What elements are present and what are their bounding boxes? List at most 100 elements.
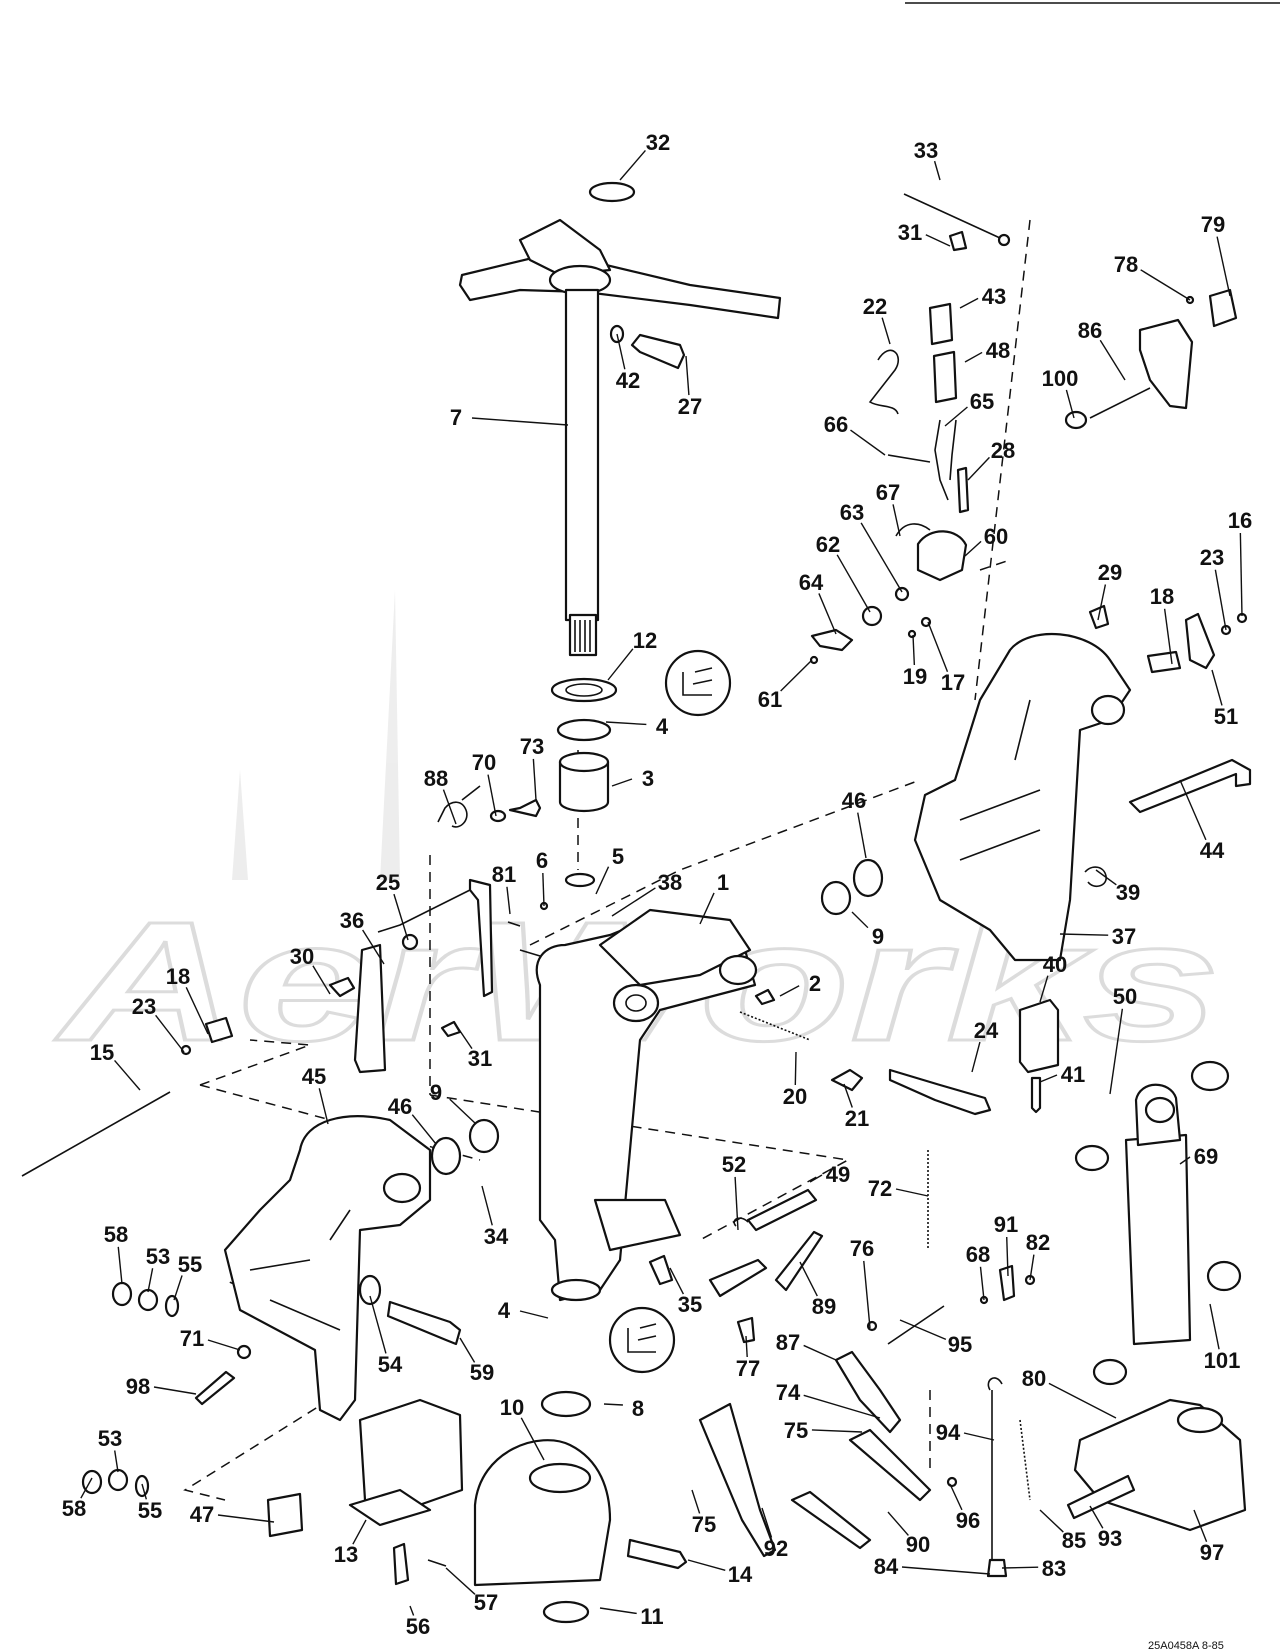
callout-number: 16 — [1228, 508, 1252, 533]
lever-part — [698, 1402, 777, 1558]
callout-37: 37 — [1059, 924, 1136, 949]
leader-line — [809, 1174, 823, 1183]
callout-number: 46 — [388, 1094, 412, 1119]
callout-number: 11 — [640, 1604, 663, 1629]
cap-part — [588, 181, 636, 203]
callout-32: 32 — [619, 130, 670, 181]
callout-number: 89 — [812, 1294, 836, 1319]
leader-line — [799, 1261, 818, 1297]
callout-81: 81 — [492, 862, 516, 915]
callout-40: 40 — [1039, 952, 1067, 1003]
bolt-part — [626, 1538, 688, 1570]
sleeve-part — [956, 466, 970, 514]
leader-line — [860, 522, 903, 593]
callout-number: 20 — [783, 1084, 807, 1109]
clamp-block-part — [358, 1398, 464, 1512]
callout-number: 81 — [492, 862, 516, 887]
callout-number: 58 — [104, 1222, 128, 1247]
callout-number: 92 — [764, 1536, 788, 1561]
callout-64: 64 — [799, 570, 837, 635]
callout-number: 56 — [406, 1614, 430, 1639]
callout-56: 56 — [406, 1605, 430, 1639]
leader-line — [318, 1088, 329, 1125]
leader-line — [850, 429, 886, 456]
callout-57: 57 — [445, 1567, 498, 1615]
bushing-part — [1206, 1260, 1242, 1292]
callout-number: 23 — [132, 994, 156, 1019]
leader-line — [173, 1275, 183, 1301]
leader-line — [1109, 1008, 1124, 1095]
callout-number: 3 — [642, 766, 654, 791]
leader-line — [881, 317, 891, 345]
pin-part — [328, 976, 356, 998]
callout-number: 42 — [616, 368, 640, 393]
callout-number: 31 — [898, 220, 922, 245]
rod-part — [21, 1091, 171, 1177]
callout-number: 52 — [722, 1152, 746, 1177]
leader-line — [1193, 1509, 1208, 1542]
callout-9: 9 — [851, 911, 884, 949]
callout-number: 87 — [776, 1330, 800, 1355]
callout-number: 15 — [90, 1040, 114, 1065]
corner-code: 25A0458A 8-85 — [1148, 1640, 1224, 1652]
leader-line — [1214, 569, 1227, 631]
leader-line — [1179, 779, 1207, 841]
leader-line — [153, 1386, 197, 1395]
callout-101: 101 — [1204, 1303, 1240, 1373]
callout-13: 13 — [334, 1519, 367, 1567]
ring-part — [861, 605, 883, 627]
callout-87: 87 — [776, 1330, 837, 1361]
leader-line — [1209, 1303, 1220, 1350]
leader-line — [506, 886, 511, 915]
callout-36: 36 — [340, 908, 385, 965]
callout-14: 14 — [687, 1559, 753, 1587]
hex-nut-part — [542, 1600, 590, 1624]
leader-line — [887, 1511, 909, 1536]
callout-74: 74 — [776, 1380, 881, 1419]
shaft-part — [1089, 387, 1151, 419]
callout-number: 100 — [1042, 366, 1079, 391]
leader-line — [185, 986, 209, 1035]
callout-number: 54 — [378, 1352, 403, 1377]
leader-line — [1048, 1382, 1117, 1419]
callout-number: 95 — [948, 1332, 972, 1357]
trim-cylinder-part — [1124, 1133, 1192, 1346]
callout-25: 25 — [376, 870, 409, 941]
callout-98: 98 — [126, 1374, 197, 1399]
callout-number: 70 — [472, 750, 496, 775]
leader-line — [1039, 975, 1049, 1003]
callout-number: 66 — [824, 412, 848, 437]
callout-6: 6 — [536, 848, 548, 907]
callout-number: 17 — [941, 670, 965, 695]
callout-number: 57 — [474, 1590, 498, 1615]
cap-part — [986, 1558, 1008, 1578]
leader-line — [520, 1417, 545, 1461]
callout-number: 14 — [728, 1562, 753, 1587]
leader-line — [471, 417, 569, 426]
screw-part — [948, 230, 968, 252]
callout-16: 16 — [1228, 508, 1252, 617]
callout-75: 75 — [784, 1418, 863, 1443]
plate-part — [266, 1492, 304, 1538]
callout-number: 78 — [1114, 252, 1138, 277]
spring-part — [1084, 866, 1107, 888]
callout-number: 51 — [1214, 704, 1238, 729]
callout-5: 5 — [595, 844, 624, 895]
callout-number: 76 — [850, 1236, 874, 1261]
lead-wire-part — [934, 419, 957, 501]
link-arm-part — [790, 1490, 872, 1550]
callout-65: 65 — [944, 389, 994, 427]
leader-line — [147, 1268, 154, 1293]
callout-62: 62 — [816, 532, 871, 613]
cam-part — [810, 628, 854, 652]
callout-number: 79 — [1201, 212, 1225, 237]
leader-line — [963, 1432, 995, 1441]
trim-rod-bracket-part — [848, 1428, 932, 1502]
leader-line — [895, 1188, 929, 1197]
callout-number: 4 — [498, 1298, 511, 1323]
bracket-part — [834, 1350, 902, 1434]
leader-line — [1179, 1156, 1191, 1165]
callout-15: 15 — [90, 1040, 141, 1091]
screw-part — [736, 1316, 756, 1344]
leader-line — [818, 593, 837, 635]
